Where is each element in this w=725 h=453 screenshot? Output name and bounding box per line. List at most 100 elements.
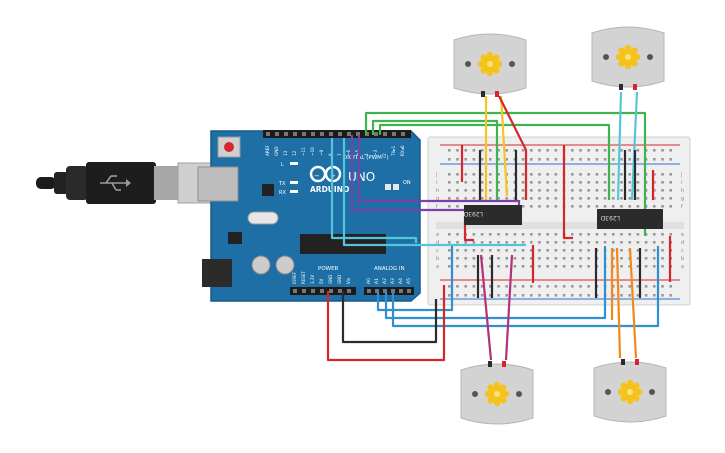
column-letter: e [681,232,684,238]
wire-red-rail-4 [562,145,573,240]
chip-left-label: L293D [463,210,483,217]
power-pin[interactable] [338,289,342,293]
power-pin[interactable] [320,289,324,293]
column-letter: d [436,240,439,246]
wire-red-5v [326,285,446,362]
wire-blue-1 [384,246,607,320]
wire-purple-2 [357,135,519,203]
digital-pin-label: ~10 [310,147,315,156]
dc-motor-top-left[interactable] [453,33,527,97]
analog-header [364,287,414,295]
analog-pin-label: A5 [406,278,412,284]
digital-pin[interactable] [311,132,315,136]
usb-cable [36,162,223,204]
wire-orange-2 [628,247,638,359]
analog-pin-label: A2 [382,278,388,284]
digital-pin-label: ~3 [373,149,378,156]
digital-pin-label: 7 [337,153,342,156]
wire-magenta-2 [504,254,514,361]
wire-cyan-motor-tr-1 [616,91,623,201]
power-pin-label: IOREF [292,271,297,284]
column-letter: a [681,264,684,270]
l293d-chip-left[interactable]: L293D [463,205,522,225]
digital-pin-label: ~9 [319,149,324,156]
usb-icon [100,175,126,191]
gear-icon [615,44,641,70]
column-letter: e [436,232,439,238]
column-letter: h [681,188,684,194]
analog-pin[interactable] [367,289,371,293]
arduino-uno-board[interactable]: − + ARDUINO UNO DIGITAL (PWM~) POWER ANA… [197,130,421,302]
rx-label: RX [279,190,286,196]
column-letter: b [436,256,439,262]
digital-pin-label: 8 [328,153,333,156]
power-pin-label: GND [337,275,342,284]
on-label: ON [403,180,411,186]
dc-motor-bottom-left[interactable] [460,361,534,425]
column-letter: c [436,248,439,254]
digital-header [263,130,411,138]
digital-pin[interactable] [356,132,360,136]
digital-pin[interactable] [374,132,378,136]
digital-pin[interactable] [338,132,342,136]
reset-button[interactable] [224,142,234,152]
analog-pin[interactable] [399,289,403,293]
power-pin-label: Vin [346,277,351,284]
column-letter: a [436,264,439,270]
power-label: POWER [318,266,339,272]
column-letter: j [680,172,682,178]
column-letter: c [681,248,684,254]
dc-motor-top-right[interactable] [591,26,665,90]
digital-pin[interactable] [284,132,288,136]
column-letter: g [681,196,684,202]
digital-pin-label: 2 [382,153,387,156]
digital-pin[interactable] [383,132,387,136]
digital-pin[interactable] [302,132,306,136]
power-pin[interactable] [293,289,297,293]
gear-icon [477,51,503,77]
digital-pin-label: ~11 [301,147,306,156]
digital-pin-label: RX◂0 [400,145,405,156]
digital-pin[interactable] [320,132,324,136]
power-pin-label: 3.3V [310,275,315,284]
wire-black-gnd [341,291,438,344]
analog-pin-label: A1 [374,278,380,284]
column-letter: h [436,188,439,194]
digital-pin-label: TX▸1 [391,145,396,157]
wire-red-motor-tl [498,95,528,200]
wire-blue-2 [391,246,660,328]
digital-pin-label: GND [274,146,279,156]
l293d-chip-right[interactable]: L293D [597,209,663,229]
svg-text:−: − [314,172,320,180]
dc-motor-bottom-right[interactable] [593,359,667,423]
wire-cyan-1 [330,138,418,243]
wire-green-3 [378,123,611,200]
l-label: L [281,162,284,168]
digital-pin-label: ~5 [355,149,360,156]
digital-pin[interactable] [347,132,351,136]
digital-pin-label: ~6 [346,149,351,156]
power-pin-label: 5V [319,278,324,284]
power-pin[interactable] [347,289,351,293]
chip-right-label: L293D [600,214,620,221]
column-letter: i [436,180,437,186]
gear-icon [484,381,510,407]
analog-pin[interactable] [407,289,411,293]
power-pin[interactable] [329,289,333,293]
power-pin[interactable] [311,289,315,293]
digital-pin[interactable] [401,132,405,136]
digital-pin[interactable] [392,132,396,136]
digital-pin[interactable] [329,132,333,136]
analog-pin-label: A4 [398,278,404,284]
digital-pin-label: 12 [292,150,297,156]
power-pin[interactable] [302,289,306,293]
digital-pin[interactable] [275,132,279,136]
digital-pin[interactable] [293,132,297,136]
digital-pin[interactable] [266,132,270,136]
analog-pin-label: A0 [366,278,372,284]
arduino-model: UNO [348,170,375,184]
analog-pin-label: A3 [390,278,396,284]
gear-icon [617,379,643,405]
